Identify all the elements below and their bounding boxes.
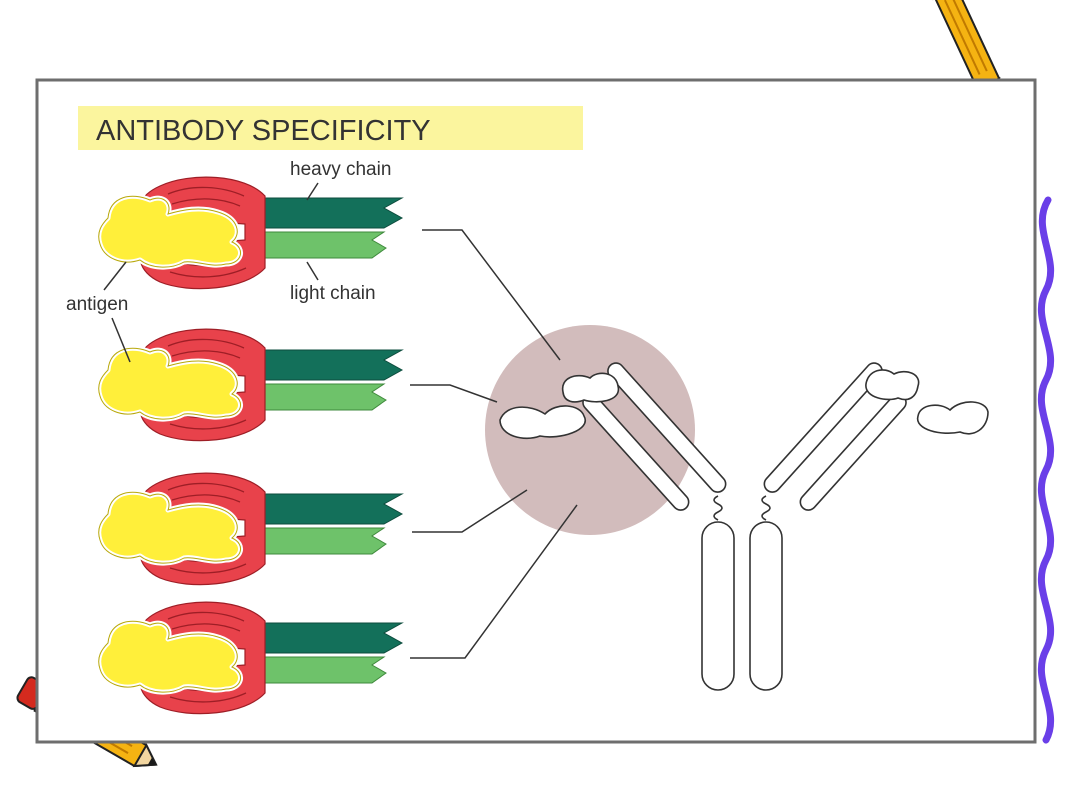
connector-line-2 [410, 384, 498, 403]
antigen-pointer-2 [111, 317, 131, 363]
light-chain-pointer [306, 261, 319, 281]
diagram-title: ANTIBODY SPECIFICITY [96, 115, 431, 147]
connector-line-1 [422, 229, 561, 361]
heavy-chain-label: heavy chain [290, 159, 391, 180]
light-chain-label: light chain [290, 283, 376, 304]
title-band [78, 106, 583, 150]
antigen-pointer-1 [103, 261, 127, 291]
connector-line-4 [410, 504, 578, 659]
connector-line-3 [412, 489, 528, 533]
decorative-wavy-line [1037, 196, 1055, 744]
antibody-y-shape [499, 362, 989, 691]
antigen-label: antigen [66, 294, 128, 315]
heavy-chain-pointer [306, 182, 319, 201]
binding-region-highlight [485, 325, 695, 535]
